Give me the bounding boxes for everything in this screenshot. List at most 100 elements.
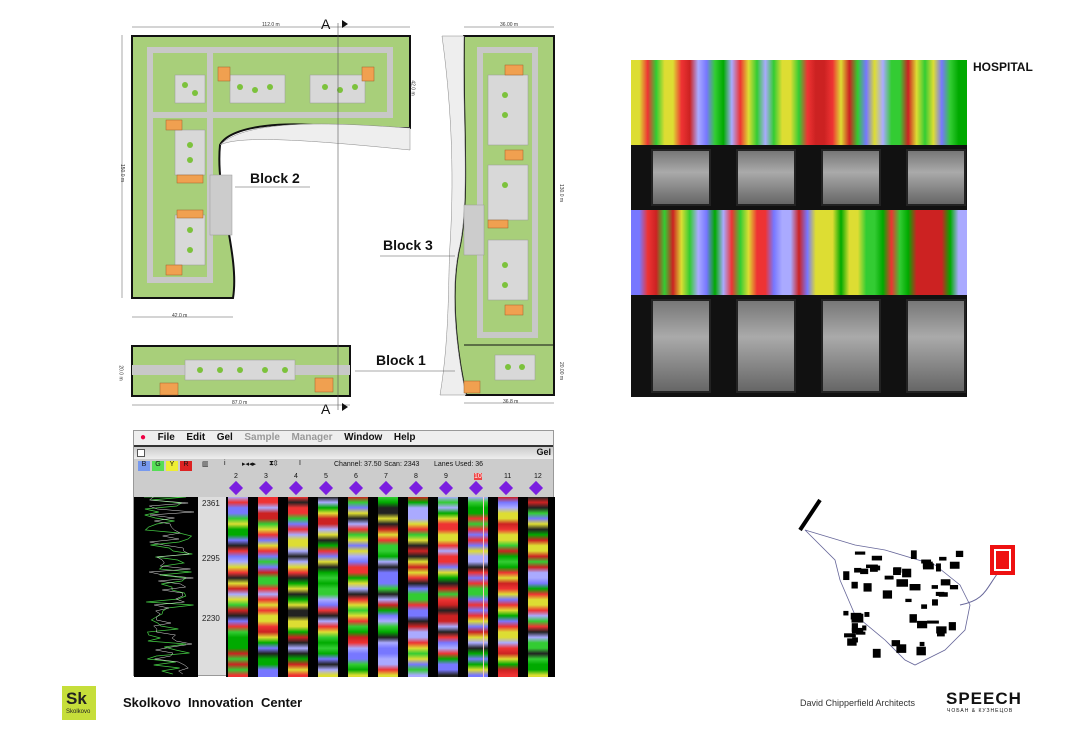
lane-number: 5 [324, 473, 328, 480]
cursor-icon[interactable]: I [299, 460, 301, 467]
menu-file[interactable]: File [157, 432, 175, 443]
logo-mark: Sk [66, 689, 87, 708]
map-building [909, 584, 921, 591]
lane-marker-diamond[interactable] [378, 480, 394, 496]
lane-number: 3 [264, 473, 268, 480]
block-3-label: Block 3 [383, 237, 433, 253]
map-building [869, 564, 878, 572]
map-building [927, 620, 939, 624]
map-building [916, 646, 926, 656]
window-title: Gel [536, 447, 551, 457]
lane-number: 12 [534, 473, 542, 480]
lane-marker-diamond[interactable] [258, 480, 274, 496]
map-building [896, 579, 909, 587]
gel-lane[interactable] [528, 497, 548, 677]
selected-lane-line [483, 497, 484, 677]
lane-marker-diamond[interactable] [528, 480, 544, 496]
map-building [850, 612, 862, 620]
map-building [852, 637, 858, 643]
map-building [854, 551, 866, 555]
title-bar: Gel [134, 445, 553, 459]
hospital-facade-image [631, 60, 967, 397]
map-building [921, 604, 928, 609]
lane-marker-diamond[interactable] [318, 480, 334, 496]
lane-marker-diamond[interactable] [228, 480, 244, 496]
menu-gel[interactable]: Gel [216, 432, 233, 443]
dim: 20.00 m [558, 361, 565, 381]
gel-lane[interactable] [348, 497, 368, 677]
window-pane [651, 299, 711, 393]
toolbar: B G Y R ▥ i ▸◂◂▸ ⧗⇕ I Channel: 37.50 Sca… [134, 459, 553, 473]
map-building [902, 568, 912, 578]
map-building [882, 590, 893, 599]
apple-icon[interactable]: ● [140, 432, 147, 443]
map-building [843, 571, 850, 581]
info-icon[interactable]: i [224, 460, 226, 467]
color-b-button[interactable]: B [138, 461, 150, 471]
menu-window[interactable]: Window [344, 432, 383, 443]
map-building [932, 599, 938, 606]
lane-marker-diamond[interactable] [438, 480, 454, 496]
architect-credit: David Chipperfield Architects [800, 698, 916, 708]
map-building [922, 561, 933, 568]
color-y-button[interactable]: Y [166, 461, 178, 471]
map-building [893, 567, 901, 576]
dim: 20.0 m [117, 365, 124, 381]
map-building [931, 585, 938, 589]
gel-lane[interactable] [498, 497, 518, 677]
menu-bar: ● File Edit Gel Sample Manager Window He… [134, 431, 553, 445]
map-building [860, 568, 869, 575]
section-marker-top: A [321, 16, 331, 32]
gel-lane[interactable] [408, 497, 428, 677]
lanes-icon[interactable]: ▥ [202, 461, 209, 468]
lane-number: 8 [414, 473, 418, 480]
skolkovo-logo: Sk Skolkovo [62, 686, 96, 720]
window-pane [736, 299, 796, 393]
menu-edit[interactable]: Edit [186, 432, 206, 443]
map-building [844, 633, 856, 638]
map-building [909, 614, 917, 623]
gel-lane[interactable] [288, 497, 308, 677]
map-building [872, 648, 881, 658]
lane-marker-diamond[interactable] [468, 480, 484, 496]
speech-logo-sub: ЧОБАН & КУЗНЕЦОВ [947, 708, 1014, 714]
map-building [938, 592, 948, 597]
map-building [864, 612, 870, 617]
expand-horizontal-icon[interactable]: ▸◂◂▸ [242, 461, 257, 468]
lane-number: 4 [294, 473, 298, 480]
color-r-button[interactable]: R [180, 461, 192, 471]
speech-logo: SPEECH [946, 689, 1022, 708]
map-building [905, 598, 912, 603]
expand-vertical-icon[interactable]: ⧗⇕ [269, 460, 278, 467]
lane-marker-diamond[interactable] [288, 480, 304, 496]
close-box[interactable] [137, 449, 145, 457]
section-marker-bottom: A [321, 401, 331, 417]
gel-lane[interactable] [468, 497, 488, 677]
gel-lanes[interactable] [226, 497, 555, 677]
gel-lane[interactable] [228, 497, 248, 677]
gel-lane[interactable] [258, 497, 278, 677]
lane-marker-diamond[interactable] [408, 480, 424, 496]
color-g-button[interactable]: G [152, 461, 164, 471]
map-building [896, 644, 907, 653]
menu-help[interactable]: Help [393, 432, 416, 443]
map-building [862, 625, 867, 631]
lane-marker-diamond[interactable] [348, 480, 364, 496]
block-2-label: Block 2 [250, 170, 300, 186]
gel-lane[interactable] [378, 497, 398, 677]
hospital-title: HOSPITAL [973, 60, 1033, 74]
lane-number: 2 [234, 473, 238, 480]
lane-marker-diamond[interactable] [498, 480, 514, 496]
map-building [936, 626, 947, 634]
dim: 36.00 m [500, 22, 519, 28]
led-band [631, 60, 967, 145]
window-pane [906, 149, 966, 206]
gel-lane[interactable] [438, 497, 458, 677]
map-building [871, 555, 883, 561]
dim: 150.0 m [119, 163, 126, 183]
lane-number: 11 [504, 473, 512, 480]
map-building [955, 550, 964, 558]
gel-lane[interactable] [318, 497, 338, 677]
menu-sample: Sample [244, 432, 280, 443]
